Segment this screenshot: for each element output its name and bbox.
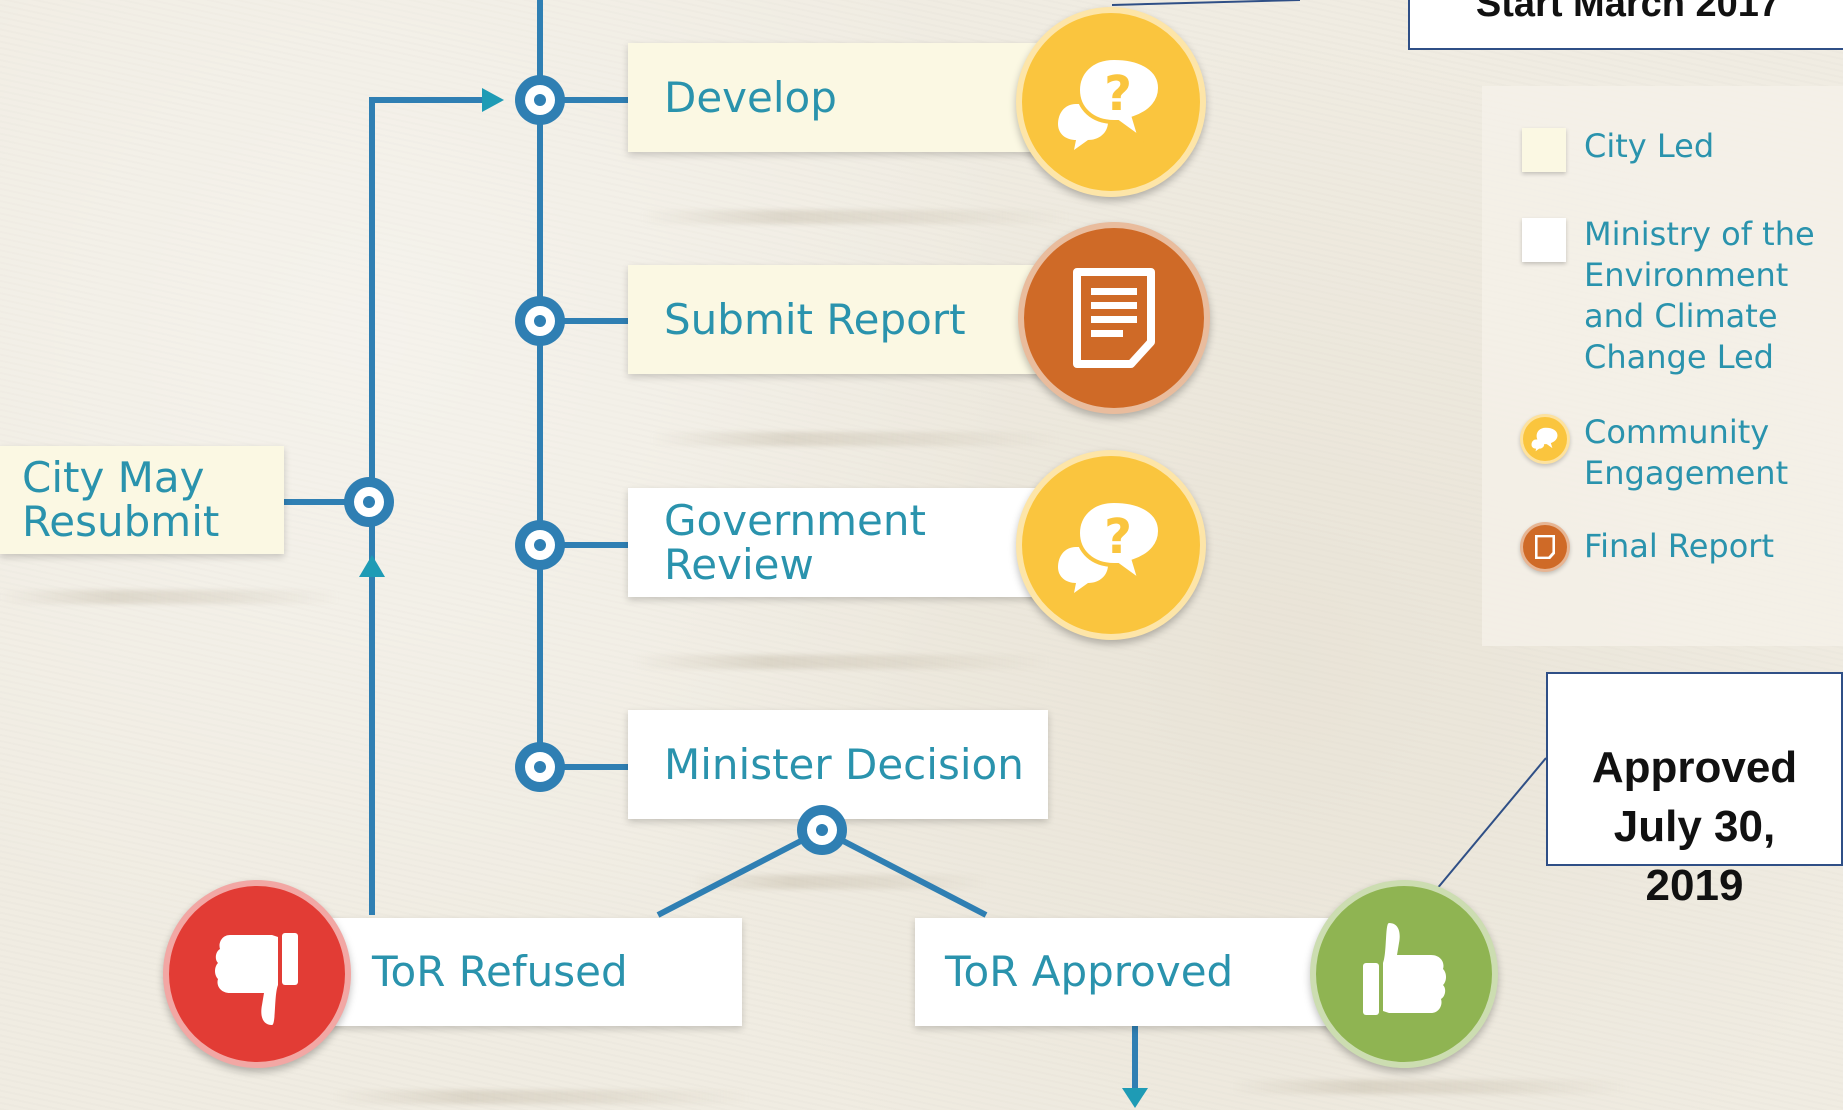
- step-develop-label: Develop: [664, 72, 837, 122]
- ministry-led-swatch: [1522, 218, 1566, 262]
- legend: City Led Ministry of the Environment and…: [1482, 86, 1843, 646]
- resubmit-loop-line: [369, 97, 485, 915]
- approved-date-callout: Approved July 30, 2019: [1546, 672, 1843, 910]
- node-submit-report: [515, 296, 565, 346]
- approved-branch-line: [820, 827, 988, 918]
- step-tor-approved: ToR Approved: [915, 918, 1335, 1026]
- step-government-review: Government Review: [628, 488, 1048, 597]
- tor-refused-badge: [163, 880, 351, 1068]
- thumbs-up-icon: [1363, 923, 1446, 1015]
- refused-branch-line: [656, 827, 824, 918]
- start-callout-pointer: [1111, 0, 1301, 6]
- step-minister-decision: Minister Decision: [628, 710, 1048, 819]
- node-develop: [515, 75, 565, 125]
- arrow-down-continue: [1122, 1088, 1148, 1108]
- svg-text:?: ?: [1104, 66, 1132, 122]
- step-tor-approved-label: ToR Approved: [945, 947, 1234, 996]
- step-city-may-resubmit-label: City May Resubmit: [22, 453, 220, 546]
- document-icon: [1535, 535, 1555, 559]
- tor-approved-badge: [1310, 880, 1498, 1068]
- node-resubmit: [344, 477, 394, 527]
- step-submit-report-label: Submit Report: [664, 294, 966, 344]
- community-engagement-badge-develop: ?: [1016, 7, 1206, 197]
- final-report-badge: [1018, 222, 1210, 414]
- step-city-may-resubmit: City May Resubmit: [0, 446, 284, 554]
- texture-smudge: [630, 655, 1050, 669]
- legend-label-final-report: Final Report: [1584, 527, 1774, 565]
- speech-bubbles-question-icon: ?: [1058, 55, 1163, 150]
- community-engagement-badge-review: ?: [1016, 450, 1206, 640]
- approved-callout-pointer: [1435, 757, 1547, 891]
- node-minister-decision: [515, 742, 565, 792]
- speech-bubbles-question-icon: ?: [1058, 498, 1163, 593]
- community-engagement-icon: [1520, 414, 1570, 464]
- arrow-to-develop: [482, 88, 504, 112]
- step-minister-decision-label: Minister Decision: [664, 739, 1024, 789]
- thumbs-down-icon: [215, 933, 298, 1025]
- approved-date-text: Approved July 30, 2019: [1591, 743, 1798, 910]
- texture-smudge: [650, 432, 1060, 446]
- step-develop: Develop: [628, 43, 1048, 152]
- final-report-icon: [1520, 522, 1570, 572]
- step-tor-refused: ToR Refused: [300, 918, 742, 1026]
- step-government-review-label: Government Review: [664, 495, 926, 589]
- step-submit-report: Submit Report: [628, 265, 1048, 374]
- node-government-review: [515, 520, 565, 570]
- texture-smudge: [640, 210, 1070, 224]
- texture-smudge: [0, 590, 340, 604]
- legend-label-city-led: City Led: [1584, 127, 1715, 165]
- arrow-up-resubmit: [359, 555, 385, 577]
- texture-smudge: [330, 1090, 750, 1104]
- svg-text:?: ?: [1104, 509, 1132, 565]
- city-led-swatch: [1522, 128, 1566, 172]
- start-date-text: Start March 2017: [1475, 0, 1781, 25]
- node-decision-split: [797, 805, 847, 855]
- speech-bubbles-question-icon: [1531, 427, 1558, 452]
- start-date-callout: Start March 2017: [1408, 0, 1843, 50]
- texture-smudge: [1230, 1080, 1630, 1094]
- document-icon: [1073, 268, 1155, 368]
- step-tor-refused-label: ToR Refused: [372, 947, 628, 996]
- legend-label-ministry-led: Ministry of the Environment and Climate …: [1584, 215, 1815, 376]
- legend-label-community-engagement: Community Engagement: [1584, 413, 1789, 492]
